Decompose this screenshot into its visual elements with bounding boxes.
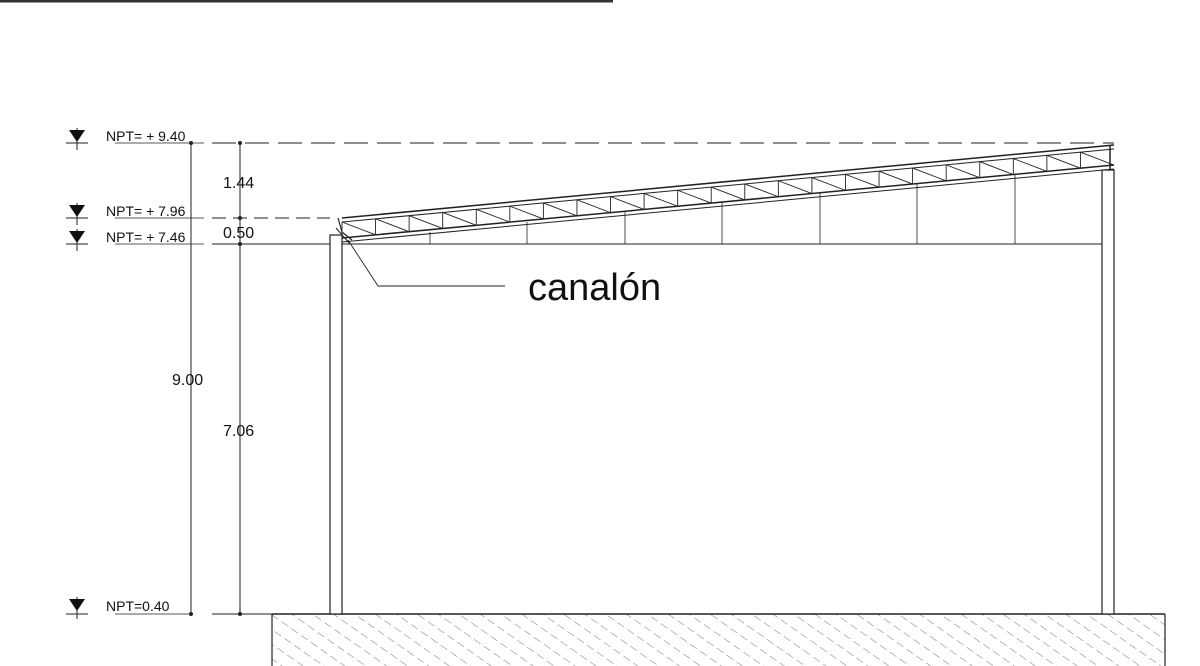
level-marker: NPT= + 7.46 [66,229,204,251]
truss-diagonal [643,193,678,207]
truss-diagonal [1080,151,1115,166]
truss-diagonal [711,186,745,201]
truss-diagonal [1013,158,1048,172]
truss-diagonal [811,177,846,191]
level-label: NPT= + 7.96 [106,203,186,219]
gutter [335,217,353,245]
truss-diagonal [912,167,947,182]
callout-label: canalón [528,267,661,309]
truss-diagonal [1046,154,1081,169]
truss-diagonal [845,173,880,188]
dimension-label: 9.00 [172,372,203,389]
level-label: NPT=0.40 [106,598,170,614]
dimension-label: 7.06 [223,423,254,440]
truss-diagonal [610,196,645,210]
dimension-label: 1.44 [223,175,254,192]
level-marker: NPT=0.40 [66,597,190,619]
truss-diagonal [878,170,913,185]
callout-leader [347,239,505,287]
level-lines [212,142,1114,615]
roof-truss [341,144,1115,243]
level-label: NPT= + 9.40 [106,128,186,144]
ground-hatch [271,613,1166,666]
truss-diagonal [408,215,443,229]
truss-diagonal [744,183,779,198]
truss-diagonal [543,202,578,217]
truss-diagonal [778,180,813,194]
truss-diagonal [946,164,980,179]
ceiling-line [342,174,1102,245]
level-marker: NPT= + 7.96 [66,203,204,225]
left-column [329,234,343,615]
truss-diagonal [476,208,510,223]
level-label: NPT= + 7.46 [106,229,186,245]
truss-diagonal [979,161,1014,175]
truss-diagonal [576,199,611,214]
truss-diagonal [677,189,712,204]
truss-diagonal [375,218,410,233]
truss-diagonal [509,205,544,220]
truss-diagonal [442,212,477,226]
level-marker: NPT= + 9.40 [66,128,204,150]
dimension-label: 0.50 [223,225,254,242]
truss-diagonal [341,221,376,236]
dimension-lines [189,141,242,616]
right-column [1101,169,1115,615]
